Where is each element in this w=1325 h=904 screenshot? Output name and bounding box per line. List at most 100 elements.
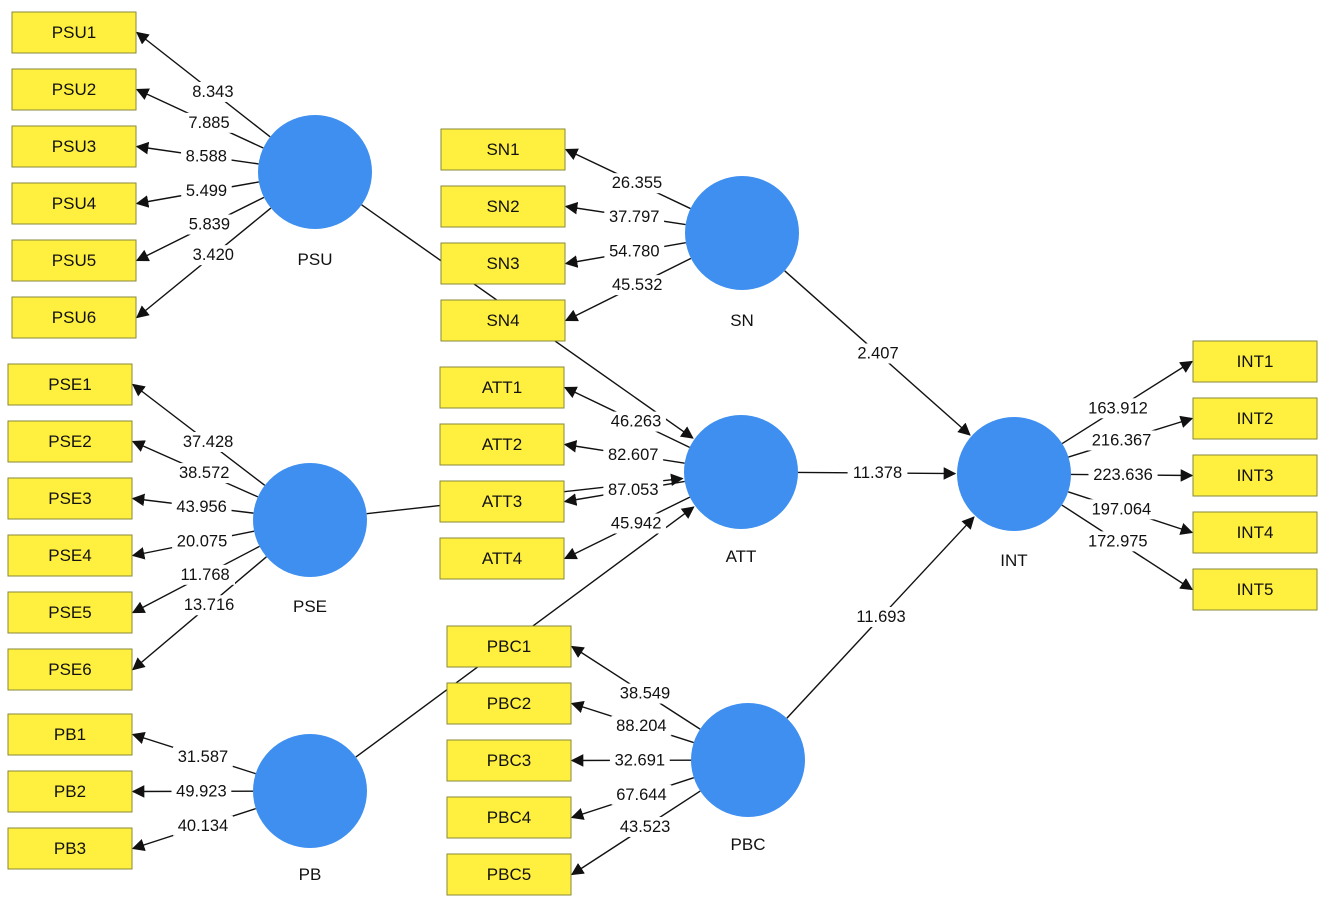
indicator-label-psu1: PSU1 (52, 23, 96, 42)
loading-value-pse3-bg (171, 496, 232, 517)
indicator-att2: ATT2 (439, 423, 565, 466)
path-coefficient-att-int-bg (847, 463, 908, 483)
path-coefficient-att-int: 11.378 (853, 464, 902, 482)
loading-value-att3: 87.053 (608, 481, 658, 499)
loading-value-pse5-group: 11.768 (175, 564, 235, 585)
loading-value-sn1: 26.355 (612, 174, 662, 192)
construct-label-pse: PSE (293, 597, 327, 616)
indicator-box-psu6 (11, 296, 137, 339)
construct-circle-sn (685, 176, 799, 290)
indicator-pb2: PB2 (7, 770, 133, 813)
loading-value-psu2-bg (183, 112, 235, 133)
indicator-box-int2 (1192, 397, 1318, 440)
loading-value-sn4-group: 45.532 (607, 275, 668, 296)
indicator-box-pbc5 (446, 853, 572, 896)
path-coefficient-sn-int: 2.407 (857, 345, 898, 363)
loading-value-int2-group: 216.367 (1087, 430, 1157, 451)
indicator-box-sn2 (440, 185, 566, 228)
loading-value-psu5-group: 5.839 (184, 214, 235, 235)
loading-value-pb3: 40.134 (178, 817, 228, 835)
indicator-box-att3 (439, 480, 565, 523)
indicator-pbc2: PBC2 (446, 682, 572, 725)
construct-pb: PB (253, 734, 367, 884)
indicator-pb3: PB3 (7, 827, 133, 870)
indicator-box-pse3 (7, 477, 133, 520)
indicator-label-sn2: SN2 (486, 197, 519, 216)
loading-value-pbc3-bg (609, 750, 670, 771)
loading-value-pbc2-group: 88.204 (611, 715, 672, 736)
loading-value-sn2: 37.797 (609, 208, 659, 226)
construct-att: ATT (684, 415, 798, 566)
loading-value-pse3-group: 43.956 (171, 496, 232, 517)
indicator-pse3: PSE3 (7, 477, 133, 520)
indicator-label-pse5: PSE5 (48, 603, 91, 622)
loading-value-int5: 172.975 (1088, 532, 1148, 550)
loading-value-psu1-bg (187, 81, 239, 102)
indicator-box-pse6 (7, 648, 133, 691)
loading-value-pbc2-bg (611, 715, 672, 736)
indicator-sn4: SN4 (440, 299, 566, 342)
loading-value-psu6-group: 3.420 (188, 245, 239, 266)
loading-value-psu4: 5.499 (186, 182, 227, 200)
indicator-psu5: PSU5 (11, 239, 137, 282)
indicator-label-psu3: PSU3 (52, 137, 96, 156)
indicator-box-int1 (1192, 340, 1318, 383)
loading-value-pbc3-group: 32.691 (609, 750, 670, 771)
indicator-box-pbc3 (446, 739, 572, 782)
construct-circle-att (684, 415, 798, 529)
loading-value-int2-bg (1087, 430, 1157, 451)
indicator-box-pse5 (7, 591, 133, 634)
loading-value-psu6-bg (188, 245, 239, 266)
indicator-label-sn3: SN3 (486, 254, 519, 273)
indicator-pbc4: PBC4 (446, 796, 572, 839)
loading-value-int5-group: 172.975 (1083, 531, 1153, 552)
indicator-pb1: PB1 (7, 713, 133, 756)
indicator-att4: ATT4 (439, 537, 565, 580)
path-coefficient-sn-int-bg (852, 343, 904, 364)
loading-value-psu3-group: 8.588 (181, 146, 232, 167)
loading-value-pb1-bg (173, 746, 233, 767)
loading-value-sn2-bg (604, 206, 665, 227)
loading-value-pbc5: 43.523 (620, 818, 670, 836)
indicator-label-int4: INT4 (1237, 523, 1274, 542)
indicator-att1: ATT1 (439, 366, 565, 409)
construct-psu: PSU (258, 115, 372, 269)
indicator-psu2: PSU2 (11, 68, 137, 111)
loading-value-int1-bg (1083, 398, 1153, 419)
loading-value-att3-group: 87.053 (603, 480, 664, 501)
indicator-box-att1 (439, 366, 565, 409)
loading-value-int1: 163.912 (1088, 399, 1148, 417)
loading-value-pbc2: 88.204 (616, 717, 666, 735)
indicator-label-int3: INT3 (1237, 466, 1274, 485)
indicator-pbc1: PBC1 (446, 625, 572, 668)
construct-circle-pb (253, 734, 367, 848)
loading-value-psu4-bg (181, 181, 232, 202)
indicator-box-pbc4 (446, 796, 572, 839)
indicator-box-sn4 (440, 299, 566, 342)
indicator-box-int5 (1192, 568, 1318, 611)
construct-label-att: ATT (726, 547, 757, 566)
indicator-label-pb2: PB2 (54, 782, 86, 801)
loading-value-pse5-bg (175, 564, 235, 585)
indicator-sn2: SN2 (440, 185, 566, 228)
loading-value-pse4-bg (172, 531, 232, 552)
construct-circle-pse (253, 463, 367, 577)
loading-value-pb1-group: 31.587 (173, 746, 233, 767)
loading-value-sn3-group: 54.780 (604, 241, 665, 262)
indicator-label-psu2: PSU2 (52, 80, 96, 99)
path-coefficient-att-int-group: 11.378 (847, 463, 908, 483)
indicator-pse1: PSE1 (7, 363, 133, 406)
path-coefficient-pbc-int-group: 11.693 (851, 607, 911, 627)
indicator-label-sn1: SN1 (486, 140, 519, 159)
loading-value-pbc1-bg (615, 683, 675, 704)
loading-value-psu5-bg (184, 214, 235, 235)
indicator-att3: ATT3 (439, 480, 565, 523)
indicator-box-pbc1 (446, 625, 572, 668)
indicator-box-psu1 (11, 11, 137, 54)
indicator-label-sn4: SN4 (486, 311, 519, 330)
indicator-label-att4: ATT4 (482, 549, 522, 568)
loading-value-pse3: 43.956 (176, 498, 226, 516)
indicator-box-psu5 (11, 239, 137, 282)
loading-value-pbc4-bg (611, 784, 672, 805)
